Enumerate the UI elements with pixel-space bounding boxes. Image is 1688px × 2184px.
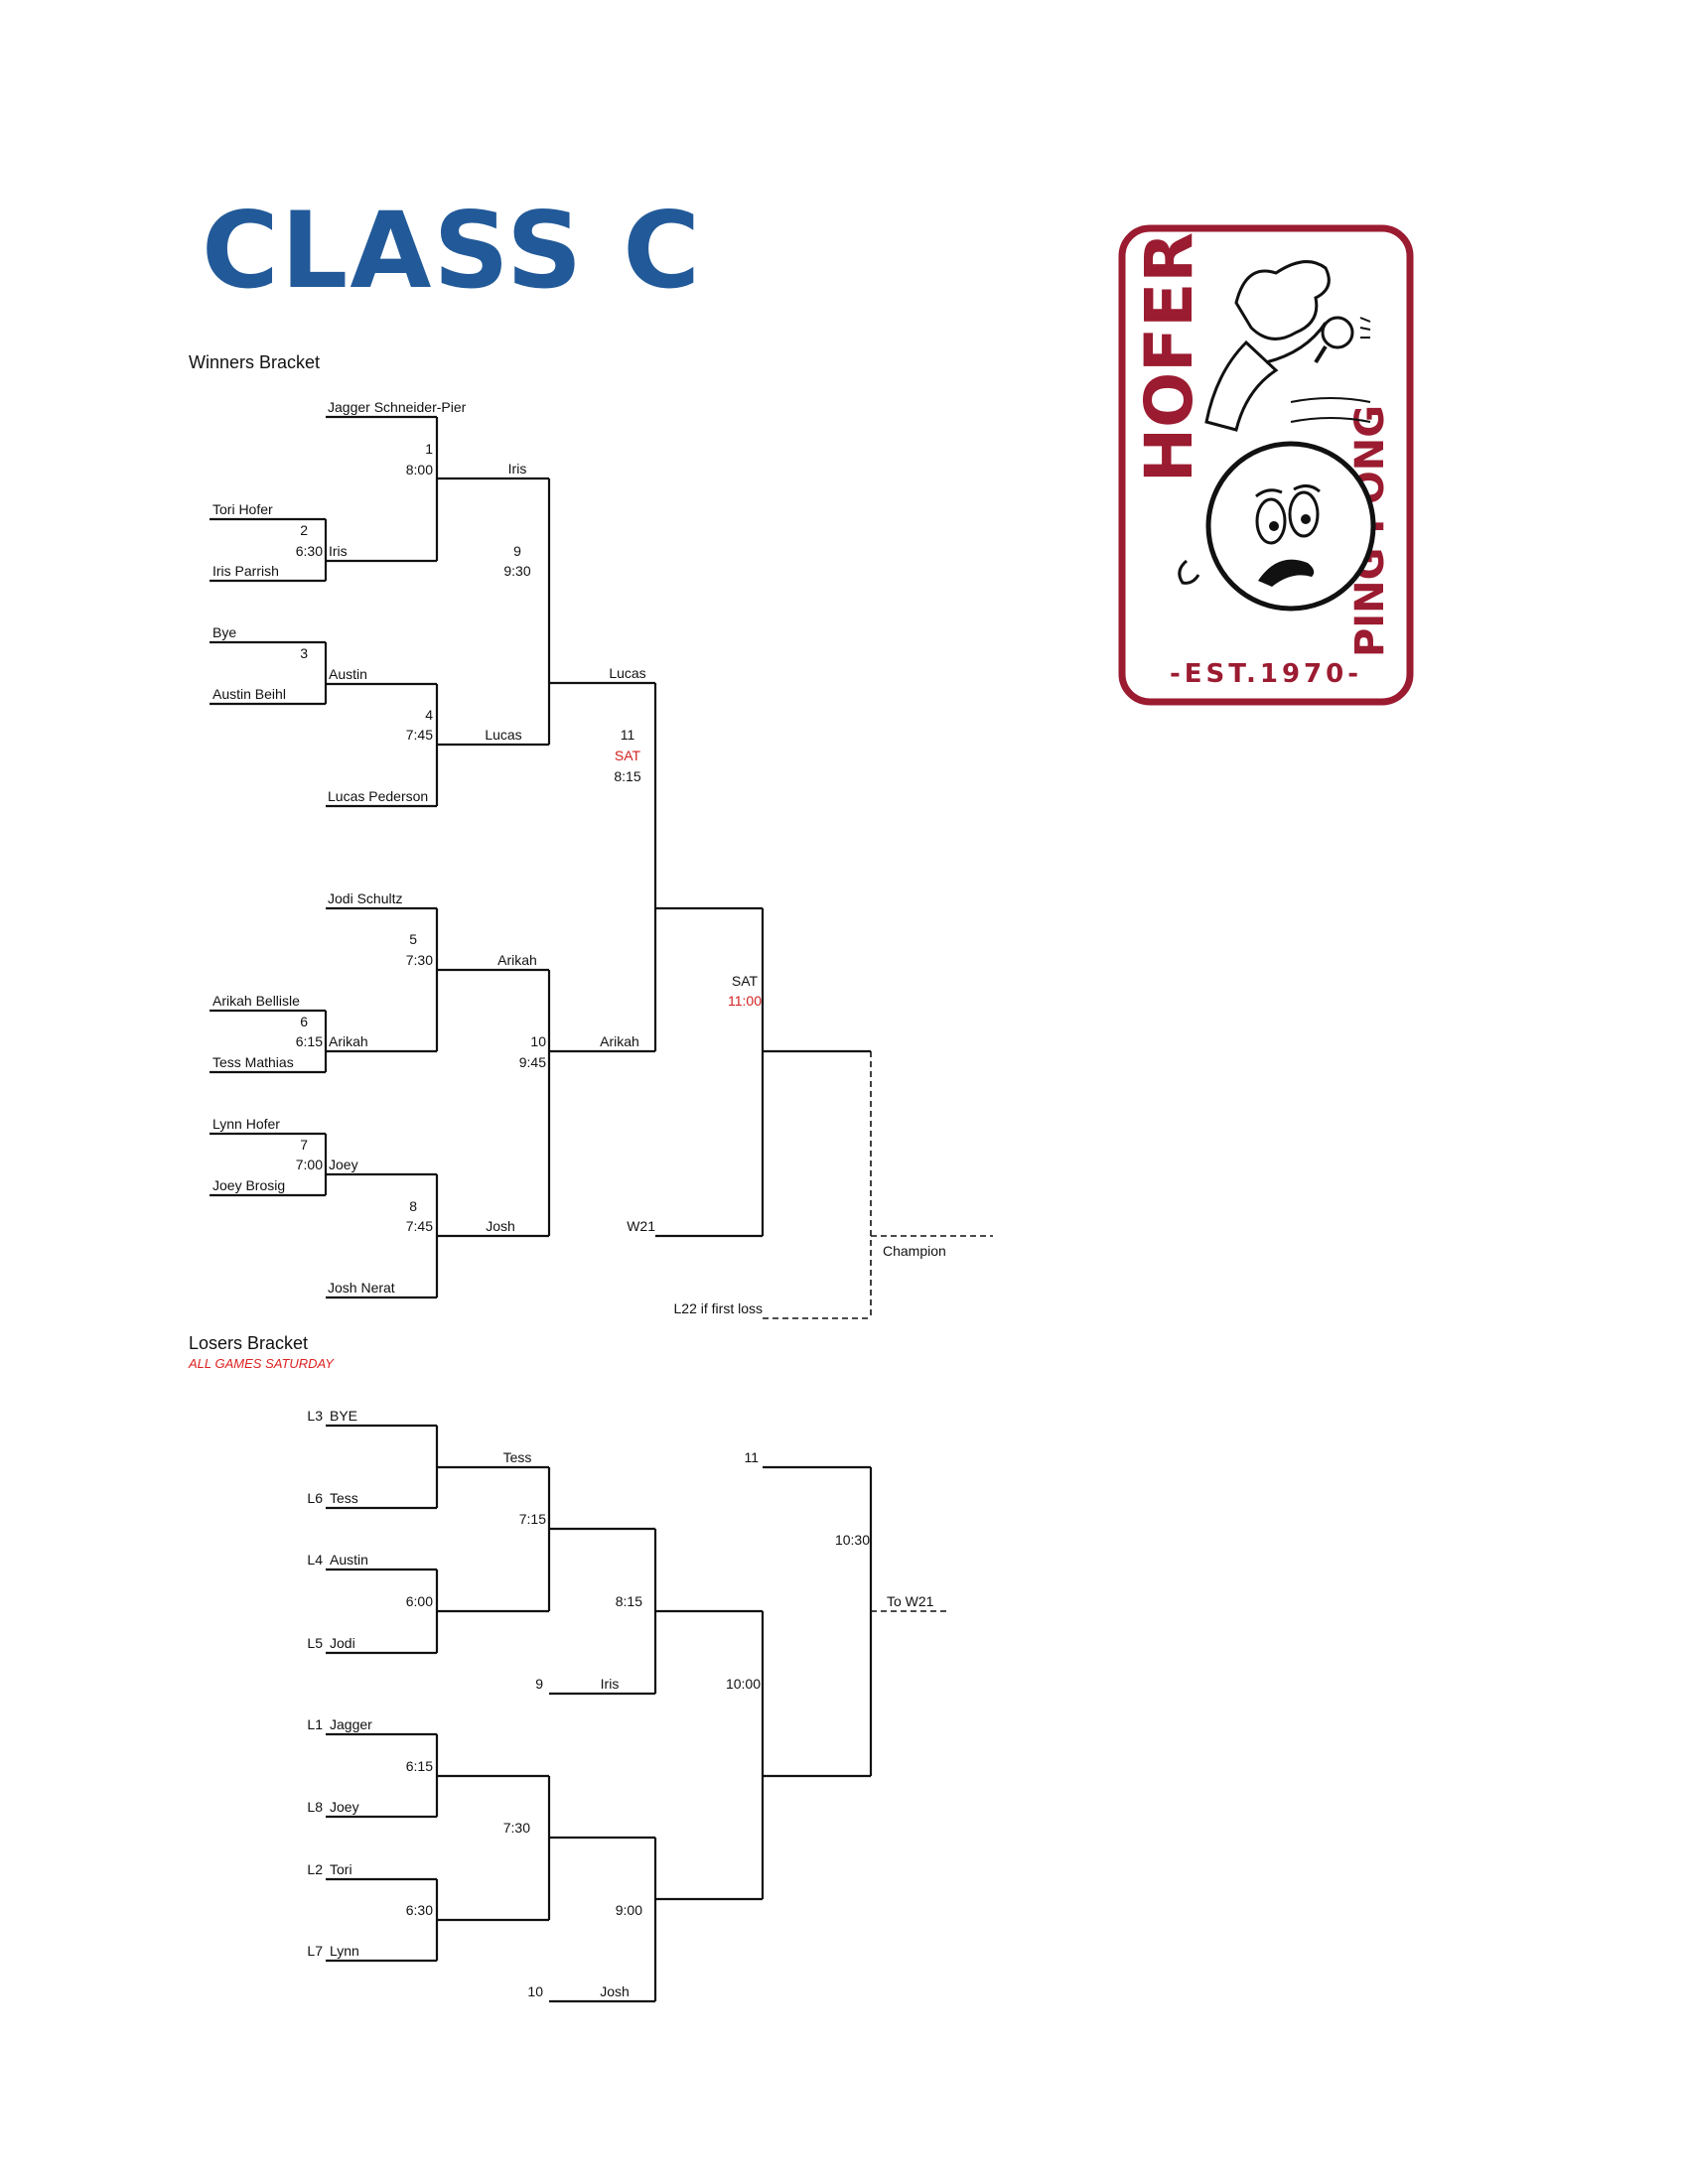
advancer-name: Austin	[329, 666, 367, 682]
game-time: 6:30	[296, 543, 323, 559]
seed-code: L3	[307, 1408, 323, 1424]
game-ref: 9	[535, 1676, 543, 1692]
game-ref: 11	[744, 1449, 759, 1465]
game-time: 7:30	[406, 952, 433, 968]
game-number: 2	[300, 522, 308, 538]
game-time: 9:00	[616, 1902, 642, 1918]
player-name: Joey Brosig	[212, 1177, 285, 1193]
champion-label: Champion	[883, 1243, 946, 1259]
advancer-name: Iris	[601, 1676, 620, 1692]
seed-name: Jodi	[330, 1635, 355, 1651]
advancer-name: Iris	[508, 461, 527, 477]
advancer-name: Tess	[503, 1449, 532, 1465]
winners-bracket: Jagger Schneider-Pier Tori Hofer Iris Pa…	[210, 399, 993, 1318]
seed-name: Joey	[330, 1799, 359, 1815]
game-time: 7:30	[503, 1820, 530, 1836]
seed-name: Jagger	[330, 1716, 372, 1732]
player-name: Jodi Schultz	[328, 890, 402, 906]
game-number: 8	[409, 1198, 417, 1214]
game-time: 8:00	[406, 462, 433, 478]
game-number: 10	[530, 1033, 546, 1049]
seed-code: L4	[307, 1552, 323, 1568]
player-name: Lucas Pederson	[328, 788, 428, 804]
seed-name: Tess	[330, 1490, 358, 1506]
seed-name: Austin	[330, 1552, 368, 1568]
game-number: 11	[621, 727, 635, 743]
game-number: 3	[300, 645, 308, 661]
seed-name: BYE	[330, 1408, 357, 1424]
game-number: 1	[425, 441, 433, 457]
game-time: 6:00	[406, 1593, 433, 1609]
game-number: 7	[300, 1137, 308, 1153]
game-time: 7:00	[296, 1157, 323, 1172]
final-day: SAT	[732, 973, 759, 989]
advancer-name: Joey	[329, 1157, 358, 1172]
advancer-name: Arikah	[329, 1033, 368, 1049]
player-name: Iris Parrish	[212, 563, 279, 579]
game-time: 9:30	[503, 563, 530, 579]
player-name: Lynn Hofer	[212, 1116, 280, 1132]
game-time: 7:15	[519, 1511, 546, 1527]
advancer-name: Arikah	[497, 952, 537, 968]
game-time: 8:15	[614, 768, 640, 784]
seed-name: Lynn	[330, 1943, 359, 1959]
l22-label: L22 if first loss	[674, 1300, 763, 1316]
seed-code: L1	[307, 1716, 323, 1732]
game-time: 10:30	[835, 1532, 870, 1548]
w21-label: W21	[627, 1218, 655, 1234]
player-name: Josh Nerat	[328, 1280, 395, 1296]
game-number: 9	[513, 543, 521, 559]
advancer-name: Lucas	[609, 665, 645, 681]
game-time: 8:15	[616, 1593, 642, 1609]
player-name: Jagger Schneider-Pier	[328, 399, 467, 415]
game-day: SAT	[615, 748, 641, 763]
advancer-name: Arikah	[600, 1033, 639, 1049]
game-time: 7:45	[406, 727, 433, 743]
player-name: Austin Beihl	[212, 686, 286, 702]
seed-code: L6	[307, 1490, 323, 1506]
player-name: Tess Mathias	[212, 1054, 294, 1070]
advancer-name: Josh	[486, 1218, 515, 1234]
game-ref: 10	[527, 1983, 543, 1999]
losers-bracket: L3 BYE L6 Tess L4 Austin L5 Jodi L1 Jagg…	[307, 1408, 950, 2001]
seed-code: L2	[307, 1861, 323, 1877]
seed-code: L7	[307, 1943, 323, 1959]
game-time: 7:45	[406, 1218, 433, 1234]
advancer-name: Lucas	[485, 727, 521, 743]
player-name: Tori Hofer	[212, 501, 273, 517]
advancer-name: Iris	[329, 543, 348, 559]
player-name: Bye	[212, 624, 236, 640]
seed-code: L8	[307, 1799, 323, 1815]
to-w21-label: To W21	[887, 1593, 934, 1609]
final-time: 11:00	[728, 993, 762, 1009]
game-time: 6:15	[296, 1033, 323, 1049]
game-time: 10:00	[726, 1676, 761, 1692]
game-time: 9:45	[519, 1054, 546, 1070]
seed-code: L5	[307, 1635, 323, 1651]
game-number: 6	[300, 1014, 308, 1029]
game-number: 5	[409, 931, 417, 947]
player-name: Arikah Bellisle	[212, 993, 300, 1009]
game-time: 6:30	[406, 1902, 433, 1918]
seed-name: Tori	[330, 1861, 352, 1877]
advancer-name: Josh	[600, 1983, 630, 1999]
game-time: 6:15	[406, 1758, 433, 1774]
game-number: 4	[425, 707, 433, 723]
